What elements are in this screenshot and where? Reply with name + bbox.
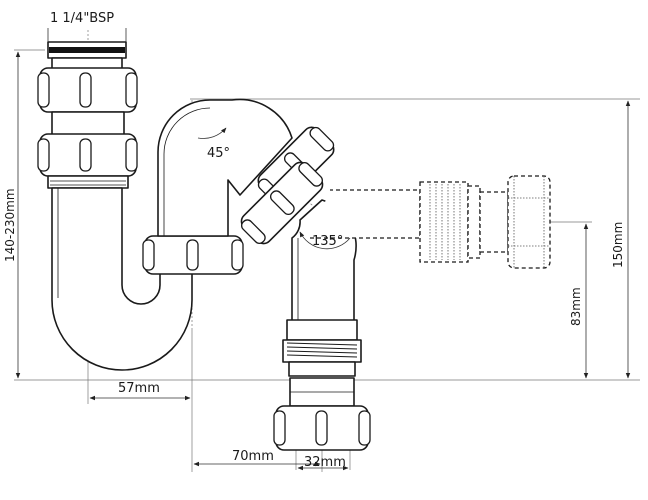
inlet-tube <box>37 111 138 189</box>
upper-bend <box>157 98 293 237</box>
middle-compression-nut <box>142 235 244 275</box>
top-washer <box>47 41 127 71</box>
thread-size-label: 1 1/4"BSP <box>50 11 114 26</box>
height-150-label: 150mm <box>611 222 625 268</box>
outlet-compression-nut <box>273 405 371 451</box>
top-compression-nut <box>37 67 138 113</box>
dim-thread <box>47 28 127 42</box>
offset-70-label: 70mm <box>232 449 274 464</box>
inlet-height-label: 140-230mm <box>3 188 17 262</box>
threaded-outlet <box>282 319 362 377</box>
angle-45-label: 45° <box>207 146 230 161</box>
angle-135-label: 135° <box>312 234 343 249</box>
side-outlet-dashed <box>310 175 551 269</box>
angle-45-arc <box>197 127 227 139</box>
height-83-label: 83mm <box>569 287 583 326</box>
angled-nut-lower <box>240 161 324 245</box>
outlet-washer <box>289 377 355 407</box>
angle-135-arc <box>299 231 351 250</box>
offset-57-label: 57mm <box>118 381 160 396</box>
outlet-32-label: 32mm <box>304 455 346 470</box>
u-bend <box>51 187 193 371</box>
